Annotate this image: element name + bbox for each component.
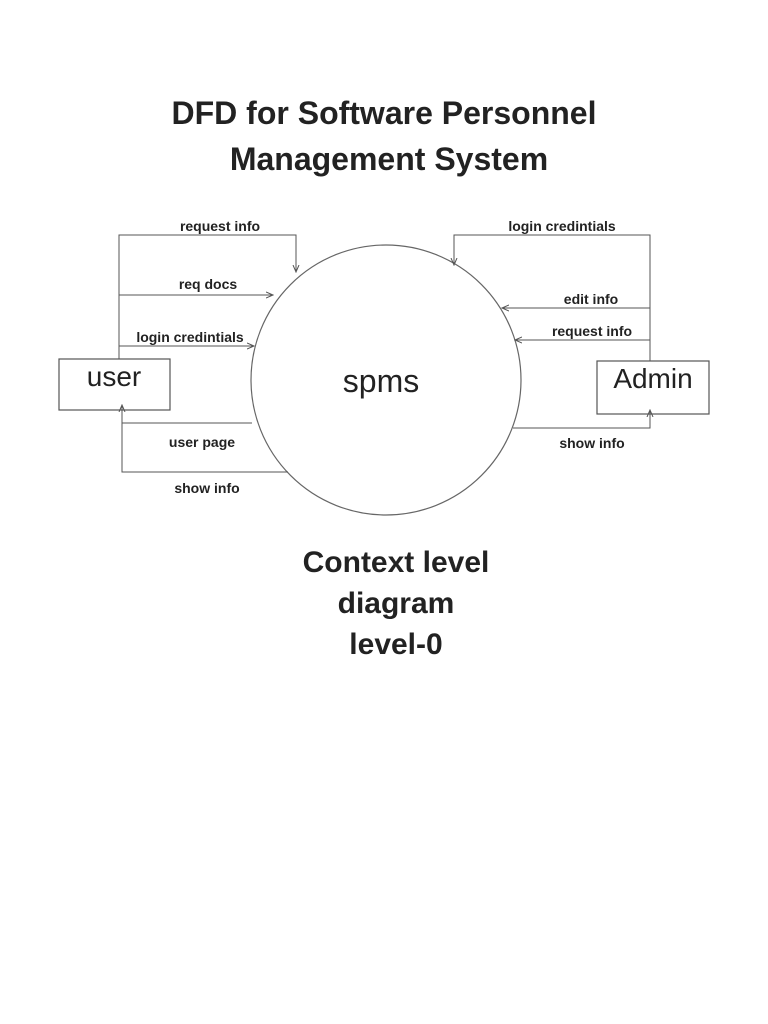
- flow-label-admin-login-credentials: login credintials: [508, 218, 616, 234]
- flow-label-user-req-docs: req docs: [179, 276, 238, 292]
- diagram-caption: Context level diagram level-0: [0, 542, 768, 665]
- caption-line-2: diagram: [337, 587, 455, 620]
- title-line-1: DFD for Software Personnel: [171, 95, 597, 131]
- user-entity-box: [58, 358, 171, 411]
- diagram-title: DFD for Software Personnel Management Sy…: [0, 90, 768, 182]
- flow-user-request-info: [118, 234, 296, 359]
- flow-label-user-login-credentials: login credintials: [136, 329, 244, 345]
- process-label: spms: [343, 363, 419, 399]
- title-line-2: Management System: [229, 141, 549, 177]
- flow-user-show-info: [121, 423, 288, 473]
- flow-label-user-show-info: show info: [174, 480, 239, 496]
- flow-user-page: [122, 405, 252, 424]
- admin-entity-label: Admin: [613, 363, 692, 394]
- user-entity-label: user: [87, 361, 141, 392]
- caption-line-3: level-0: [349, 628, 443, 661]
- flow-label-admin-request-info: request info: [552, 323, 632, 339]
- flow-label-user-request-info: request info: [180, 218, 260, 234]
- flow-admin-login-credentials: [454, 234, 651, 361]
- flow-label-user-page: user page: [169, 434, 235, 450]
- flow-label-admin-edit-info: edit info: [564, 291, 618, 307]
- caption-line-1: Context level: [302, 546, 490, 579]
- process-circle: [250, 244, 522, 516]
- flow-admin-show-info: [513, 410, 650, 429]
- flow-label-admin-show-info: show info: [559, 435, 624, 451]
